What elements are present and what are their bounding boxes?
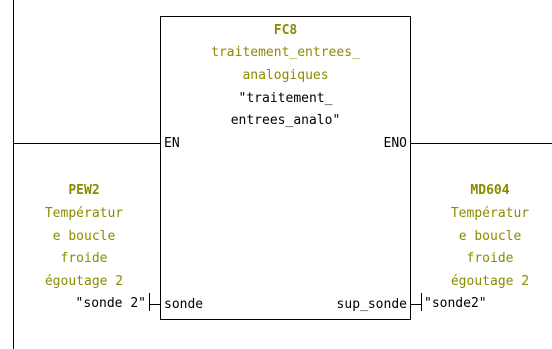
input-comment-line4: égoutage 2: [44, 274, 124, 289]
block-name-line2: analogiques: [242, 68, 329, 83]
sonde-input-tick: [149, 293, 150, 311]
sonde-input-connector: [149, 304, 161, 305]
input-address[interactable]: PEW2: [68, 183, 100, 198]
function-block[interactable]: [160, 16, 411, 320]
output-comment-line4: égoutage 2: [450, 274, 530, 289]
block-symbol-line2: entrees_analo": [230, 113, 341, 128]
output-comment-line1: Températur: [450, 206, 530, 221]
pin-sonde[interactable]: sonde: [164, 297, 204, 312]
block-name-line1: traitement_entrees_: [211, 45, 360, 60]
block-number: FC8: [273, 23, 298, 38]
output-address[interactable]: MD604: [470, 183, 510, 198]
eno-output-line: [410, 143, 552, 144]
input-symbol[interactable]: "sonde 2": [75, 296, 146, 311]
left-power-rail: [13, 0, 14, 349]
sup-sonde-output-connector: [410, 304, 422, 305]
output-comment-line3: froide: [466, 251, 514, 266]
pin-sup-sonde[interactable]: sup_sonde: [336, 297, 407, 312]
input-comment-line2: e boucle: [52, 229, 116, 244]
en-rung-line: [13, 143, 161, 144]
input-comment-line1: Températur: [44, 206, 124, 221]
pin-eno[interactable]: ENO: [383, 136, 407, 151]
output-comment-line2: e boucle: [458, 229, 522, 244]
output-symbol[interactable]: "sonde2": [424, 296, 487, 311]
sup-sonde-output-tick: [421, 293, 422, 311]
block-symbol-line1: "traitement_: [238, 91, 333, 106]
input-comment-line3: froide: [60, 251, 108, 266]
pin-en[interactable]: EN: [164, 136, 180, 151]
